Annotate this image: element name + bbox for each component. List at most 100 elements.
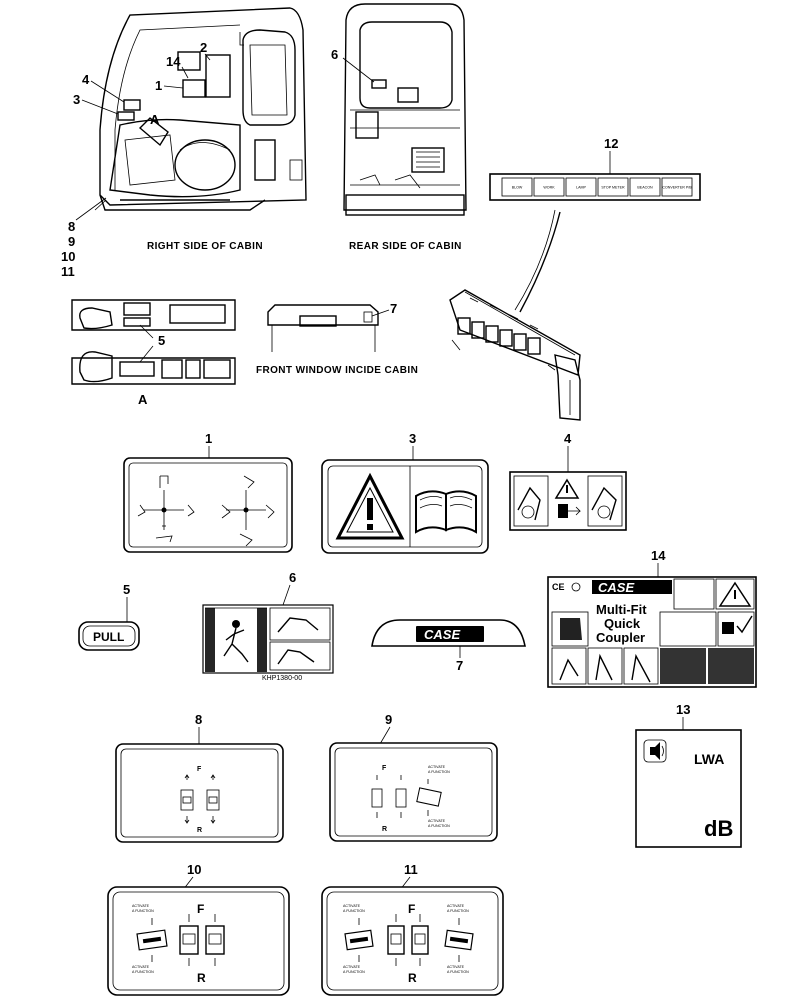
decal-12-button: [597, 177, 629, 197]
overhead-switch-panel: [449, 289, 581, 421]
callout-8-decal: 8: [195, 712, 202, 727]
callout-8: 8: [68, 219, 75, 234]
callout-1-decal: 1: [205, 431, 212, 446]
decal-9-r: R: [382, 826, 387, 833]
svg-text:CASE: CASE: [304, 320, 315, 324]
decal-12-button-label: WORK: [543, 186, 555, 190]
callout-10: 10: [61, 249, 75, 264]
callout-6-rear: 6: [331, 47, 338, 62]
decal-14-line1: Multi-Fit: [596, 602, 647, 617]
decal-13-lwa: LWA: [694, 751, 724, 767]
decal-12-button: [533, 177, 565, 197]
decal-14: CE CASE Multi-Fit Quick Coupler: [547, 576, 757, 688]
decal-11-activate-bl: ACTIVATE: [343, 965, 361, 969]
callout-A-console: A: [138, 392, 148, 407]
callout-14: 14: [166, 54, 181, 69]
caption-rear-side: REAR SIDE OF CABIN: [349, 241, 462, 252]
decal-12-button-label: BEACON: [637, 186, 653, 190]
callout-11-decal: 11: [404, 862, 418, 877]
joystick-pattern-left: [137, 475, 195, 543]
caption-right-side: RIGHT SIDE OF CABIN: [147, 241, 263, 252]
decal-13-db: dB: [704, 816, 733, 841]
manual-book-icon: [415, 490, 477, 534]
callout-2: 2: [200, 40, 207, 55]
callout-9-decal: 9: [385, 712, 392, 727]
decal-8: F R: [115, 743, 284, 843]
decal-11-function-br: A FUNCTION: [447, 970, 469, 974]
decal-10-r: R: [197, 971, 206, 985]
callout-4-decal: 4: [564, 431, 572, 446]
decal-12-button-label: STOP METER: [601, 186, 625, 190]
decal-9-activate-bottom: ACTIVATE: [428, 819, 446, 823]
decal-13: LWA dB: [635, 729, 742, 848]
decal-11: F R ACTIVATE A FUNCTION ACTIVATE A FUNCT…: [321, 886, 504, 996]
caption-front-window: FRONT WINDOW INCIDE CABIN: [256, 365, 418, 376]
callout-13: 13: [676, 702, 690, 717]
decal-10-activate-bottom: ACTIVATE: [132, 965, 150, 969]
joystick-pattern-right: [221, 475, 275, 547]
decal-9-function-top: A FUNCTION: [428, 770, 450, 774]
decal-7-brand: CASE: [424, 627, 460, 642]
decal-7: CASE: [371, 619, 526, 647]
callout-1: 1: [155, 78, 162, 93]
decal-10: F R ACTIVATE A FUNCTION ACTIVATE A FUNCT…: [107, 886, 290, 996]
decal-8-r: R: [197, 827, 202, 834]
decal-11-function-tl: A FUNCTION: [343, 909, 365, 913]
decal-10-f: F: [197, 902, 204, 916]
decal-9-function-bottom: A FUNCTION: [428, 824, 450, 828]
decal-10-function-top: A FUNCTION: [132, 909, 154, 913]
decal-11-r: R: [408, 971, 417, 985]
decal-14-brand: CASE: [598, 580, 634, 595]
decal-12-strip: BLOW WORK LAMP STOP METER BEACON CONVERTER P/…: [489, 173, 701, 201]
decal-12-button: [661, 177, 693, 197]
decal-12-button: [629, 177, 661, 197]
decal-12-button-label: BLOW: [512, 186, 523, 190]
running-person-icon: [223, 620, 249, 663]
decal-4: [509, 471, 627, 531]
callout-4: 4: [82, 72, 90, 87]
decal-11-activate-tl: ACTIVATE: [343, 904, 361, 908]
callout-A-top: A: [150, 112, 160, 127]
callout-14-decal: 14: [651, 548, 666, 563]
decal-12-button: [565, 177, 597, 197]
callout-5-console: 5: [158, 333, 165, 348]
decal-11-f: F: [408, 902, 415, 916]
decal-9: F R ACTIVATE A FUNCTION ACTIVATE A FUNCT…: [329, 742, 498, 842]
decal-14-bucket-row: [551, 647, 754, 685]
decal-11-function-tr: A FUNCTION: [447, 909, 469, 913]
decal-6: KHP1380-00: [202, 604, 334, 682]
decal-9-activate-top: ACTIVATE: [428, 765, 446, 769]
callout-7-decal: 7: [456, 658, 463, 673]
callout-12: 12: [604, 136, 618, 151]
decal-8-f: F: [197, 766, 202, 773]
decal-14-line3: Coupler: [596, 630, 645, 645]
callout-10-decal: 10: [187, 862, 201, 877]
decal-12-button-label: CONVERTER P/B: [662, 186, 692, 190]
decal-6-code: KHP1380-00: [262, 675, 302, 682]
decal-5: PULL: [78, 621, 140, 651]
callout-9: 9: [68, 234, 75, 249]
decal-11-function-bl: A FUNCTION: [343, 970, 365, 974]
callout-5-decal: 5: [123, 582, 130, 597]
decal-12-button-label: LAMP: [576, 186, 586, 190]
callout-11: 11: [61, 264, 75, 279]
decal-5-pull-text: PULL: [93, 630, 124, 644]
ce-mark: CE: [552, 582, 565, 592]
decal-1: [123, 457, 293, 553]
rear-side-cabin-view: [343, 3, 467, 216]
decal-11-activate-tr: ACTIVATE: [447, 904, 465, 908]
callout-3: 3: [73, 92, 80, 107]
decal-10-activate-top: ACTIVATE: [132, 904, 150, 908]
decal-12-button: [501, 177, 533, 197]
right-side-cabin-view: [94, 7, 307, 211]
callout-6-decal: 6: [289, 570, 296, 585]
decal-9-f: F: [382, 765, 387, 772]
callout-7-window: 7: [390, 301, 397, 316]
decal-10-function-bottom: A FUNCTION: [132, 970, 154, 974]
callout-3-decal: 3: [409, 431, 416, 446]
decal-3: [321, 459, 489, 554]
decal-11-activate-br: ACTIVATE: [447, 965, 465, 969]
console-view-a: [71, 299, 236, 385]
decal-14-line2: Quick: [604, 616, 641, 631]
